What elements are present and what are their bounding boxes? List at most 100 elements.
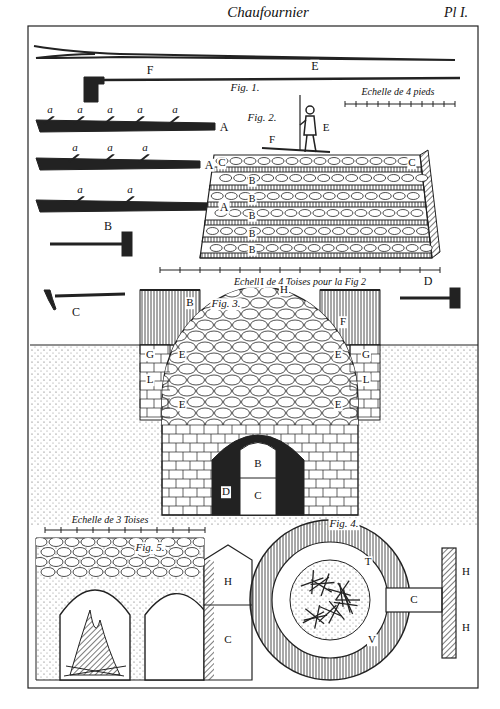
stone xyxy=(225,193,237,200)
stone xyxy=(406,245,418,252)
stone xyxy=(290,175,302,182)
brick-joint xyxy=(162,443,163,452)
stone xyxy=(360,228,372,235)
kiln-part xyxy=(162,287,358,515)
stone xyxy=(332,419,349,429)
brick-joint xyxy=(351,470,352,479)
stone xyxy=(314,353,331,363)
stone xyxy=(402,175,414,182)
stone xyxy=(276,228,288,235)
stone xyxy=(285,210,297,217)
brick-joint xyxy=(337,434,338,443)
stone xyxy=(323,320,340,330)
stone xyxy=(296,287,313,297)
stone xyxy=(224,309,241,319)
stone xyxy=(206,228,218,235)
brick-joint xyxy=(147,408,148,417)
brick-joint xyxy=(323,488,324,497)
callout-letter: a xyxy=(136,104,144,116)
callout-letter: E xyxy=(310,60,319,73)
stone xyxy=(242,309,259,319)
stone xyxy=(341,298,358,308)
stone xyxy=(365,193,377,200)
brick-joint xyxy=(183,488,184,497)
tools-part xyxy=(55,294,125,296)
callout-letter: F xyxy=(268,134,276,146)
stone xyxy=(374,175,386,182)
scale-tick xyxy=(380,267,381,273)
stone xyxy=(402,228,414,235)
stone xyxy=(197,342,214,352)
brick-course xyxy=(350,399,380,400)
callout-letter: E xyxy=(178,399,187,411)
stone xyxy=(161,408,178,418)
stone xyxy=(152,397,169,407)
stone xyxy=(260,309,277,319)
brick-joint xyxy=(330,461,331,470)
stone xyxy=(278,375,295,385)
brick-joint xyxy=(330,425,331,434)
brick-course xyxy=(140,381,170,382)
callout-letter: V xyxy=(367,634,377,646)
callout-letter: B xyxy=(253,458,262,470)
callout-letter: a xyxy=(141,142,149,154)
stone xyxy=(314,331,331,341)
stone xyxy=(188,287,205,297)
scale-tick xyxy=(411,101,412,107)
scale-tick xyxy=(189,527,190,533)
brick-joint xyxy=(161,372,162,381)
brick-joint xyxy=(190,497,191,506)
stone xyxy=(269,386,286,396)
brick-joint xyxy=(337,452,338,461)
brick-joint xyxy=(350,363,351,372)
stone xyxy=(269,298,286,308)
stone xyxy=(230,158,242,165)
stone xyxy=(305,364,322,374)
peg xyxy=(44,116,54,124)
brick-joint xyxy=(176,479,177,488)
tools-part xyxy=(50,243,130,246)
peg xyxy=(69,154,79,162)
stone xyxy=(332,175,344,182)
kiln-section xyxy=(36,538,252,680)
stone xyxy=(49,538,63,547)
stone xyxy=(224,331,241,341)
stone xyxy=(233,386,250,396)
stone xyxy=(89,568,103,577)
stone xyxy=(169,548,183,557)
brick-joint xyxy=(357,390,358,399)
scale-tick xyxy=(77,527,78,533)
brick-joint xyxy=(204,461,205,470)
brick-joint xyxy=(154,399,155,408)
kiln-part xyxy=(30,345,478,525)
stone xyxy=(350,397,367,407)
brick-course xyxy=(350,345,380,346)
brick-joint xyxy=(350,345,351,354)
tools-part xyxy=(400,297,455,300)
brick-joint xyxy=(140,381,141,390)
stone xyxy=(350,245,362,252)
kiln-section-part xyxy=(145,594,204,680)
callout-letter: G xyxy=(361,349,371,361)
stone xyxy=(314,158,326,165)
brick-joint xyxy=(344,443,345,452)
stone xyxy=(370,158,382,165)
stack-part xyxy=(200,155,432,258)
stone xyxy=(193,558,204,567)
stone xyxy=(332,287,349,297)
stone xyxy=(416,228,428,235)
stone xyxy=(161,364,178,374)
brick-joint xyxy=(378,345,379,354)
stone xyxy=(294,245,306,252)
stack xyxy=(200,150,440,258)
brick-joint xyxy=(211,506,212,515)
brick-joint xyxy=(323,506,324,515)
kiln-section-part xyxy=(66,666,124,676)
callout-letter: a xyxy=(106,142,114,154)
stone xyxy=(278,397,295,407)
brick-joint xyxy=(197,434,198,443)
stone xyxy=(286,158,298,165)
callout-letter: L xyxy=(362,374,371,386)
stone xyxy=(49,558,63,567)
